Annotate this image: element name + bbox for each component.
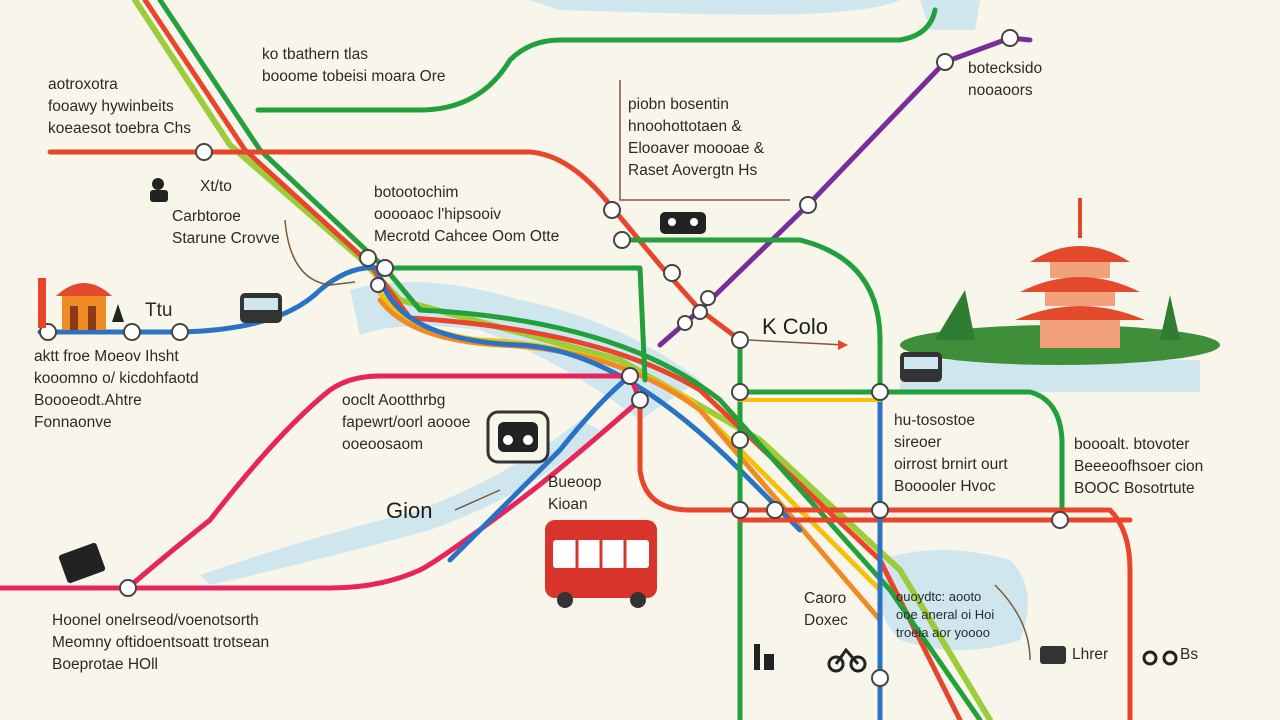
line-blue-lower (447, 373, 633, 563)
bicycle-icon (827, 647, 867, 673)
person-icon (754, 644, 774, 670)
line-green-right (737, 389, 1065, 523)
station (871, 501, 889, 519)
station (677, 315, 693, 331)
station (621, 367, 639, 385)
bicycle-icon (1142, 650, 1178, 666)
station (603, 201, 621, 219)
arrow-icon (838, 340, 848, 350)
leader-lines (284, 80, 1031, 661)
line-red-lower (637, 397, 1133, 720)
label-bottom-right-b: Bs (1180, 646, 1199, 663)
label-kcolo: K Colo (762, 314, 829, 339)
station (731, 501, 749, 519)
line-green-loop (617, 237, 883, 720)
station (359, 249, 377, 267)
pagoda-icon (900, 198, 1220, 365)
person-icon (150, 178, 168, 202)
bus-icon (900, 352, 942, 382)
label-gion: Gion (386, 498, 433, 523)
station (1051, 511, 1069, 529)
station (370, 277, 386, 293)
bus-icon (240, 293, 282, 323)
station (731, 331, 749, 349)
station (663, 264, 681, 282)
station (871, 383, 889, 401)
station (119, 579, 137, 597)
station (766, 501, 784, 519)
station (123, 323, 141, 341)
label-temple: Ttu (145, 300, 173, 321)
station (700, 290, 716, 306)
station (195, 143, 213, 161)
label-left-mid-icon: Xt/to (200, 178, 232, 195)
line-green-top (255, 7, 938, 113)
station (871, 669, 889, 687)
station (799, 196, 817, 214)
station (171, 323, 189, 341)
bus-icon (545, 520, 657, 608)
stations (39, 29, 1069, 687)
line-green-diag (157, 0, 983, 720)
station (731, 383, 749, 401)
bus-icon (1040, 646, 1066, 664)
station (936, 53, 954, 71)
station (731, 431, 749, 449)
station (613, 231, 631, 249)
line-green-mid (382, 265, 648, 383)
station (1001, 29, 1019, 47)
station (692, 304, 708, 320)
taxi-icon (486, 410, 550, 464)
label-bottom-right-a: Lhrer (1072, 646, 1109, 663)
station (631, 391, 649, 409)
temple-icon (38, 278, 124, 330)
person-icon (58, 542, 106, 584)
train-icon (660, 212, 706, 234)
station (376, 259, 394, 277)
